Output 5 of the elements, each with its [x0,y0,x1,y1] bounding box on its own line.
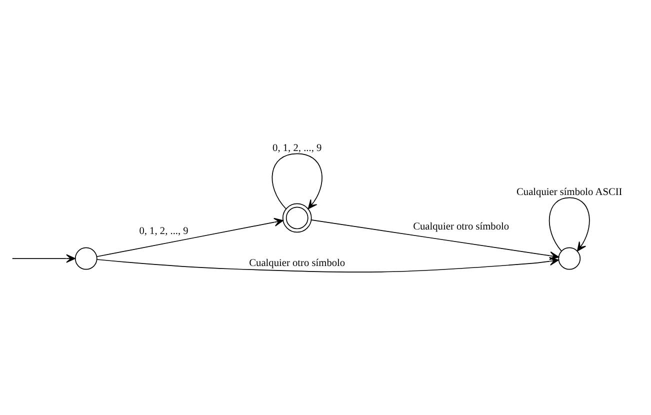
edge-label: Cualquier otro símbolo [249,258,346,269]
edge-label: Cualquier otro símbolo [413,222,510,233]
edge-label: 0, 1, 2, ..., 9 [272,142,322,154]
edge-label: Cualquier símbolo ASCII [516,186,622,198]
edge-label: 0, 1, 2, ..., 9 [139,226,188,238]
